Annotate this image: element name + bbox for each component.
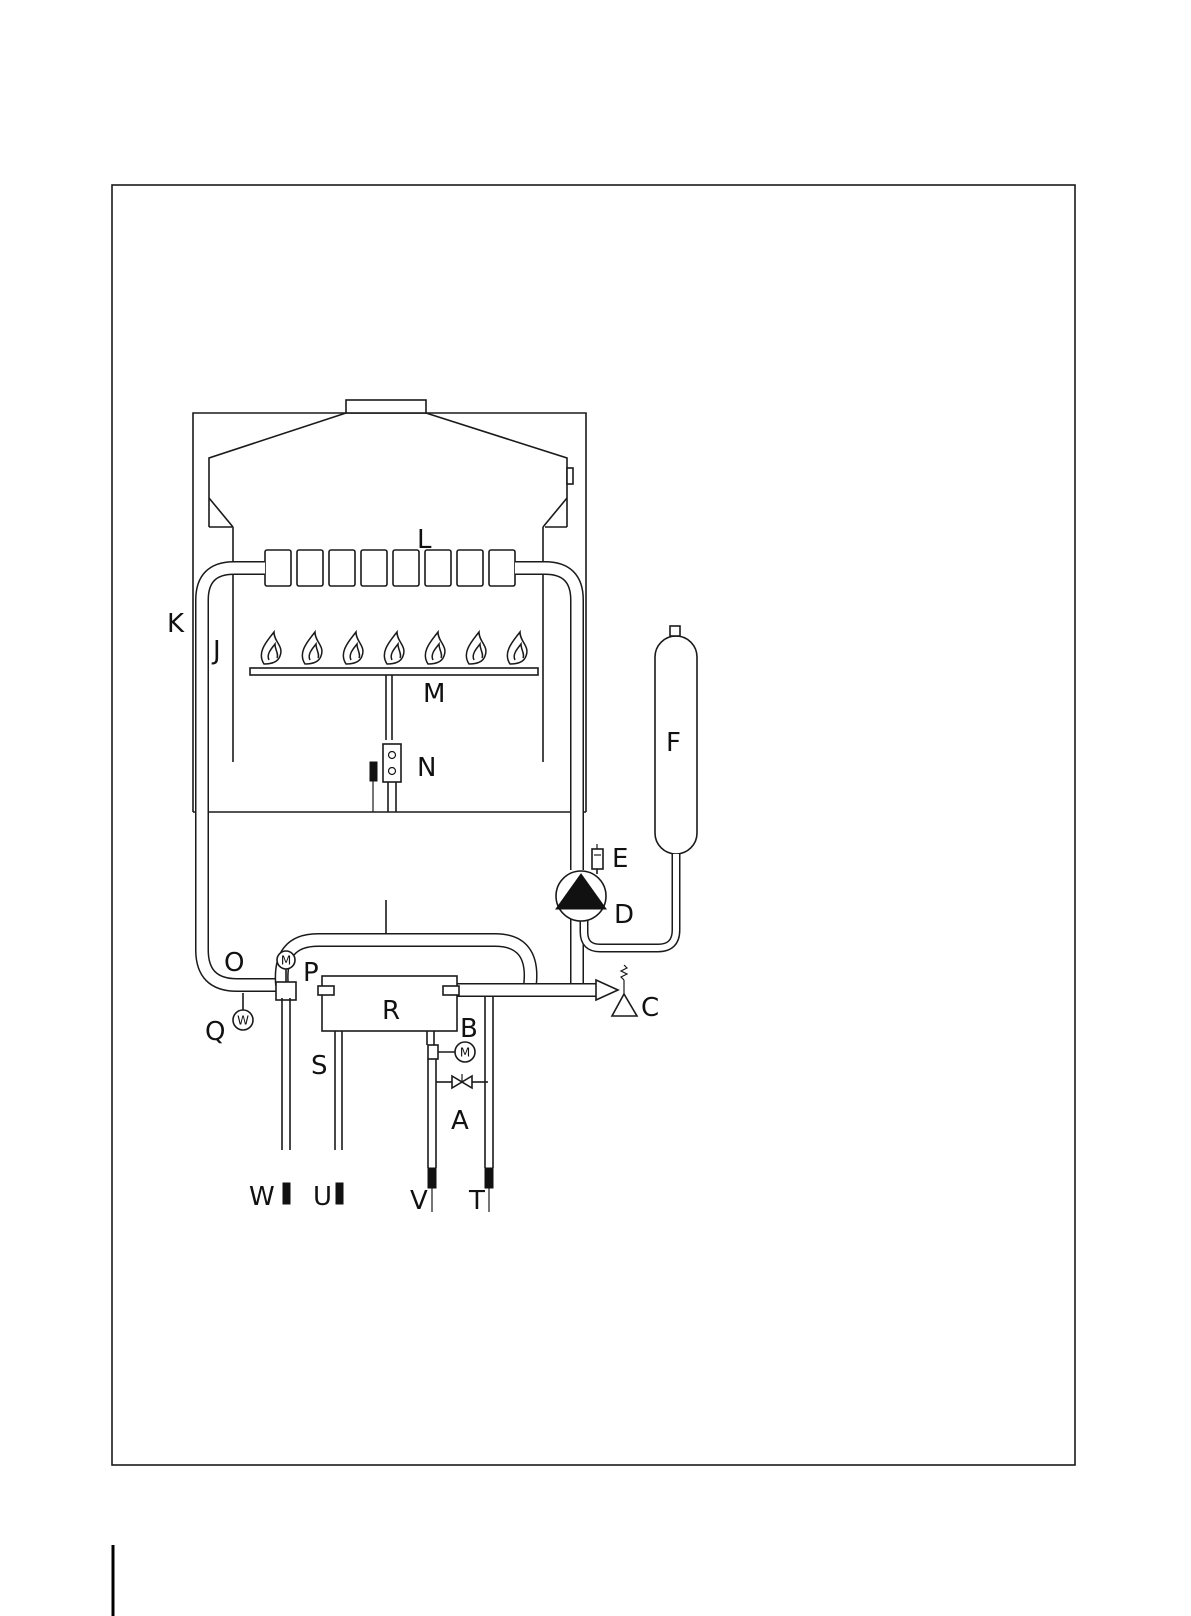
filling-tap [436,1074,488,1088]
label-r: R [382,996,400,1026]
label-o: O [224,948,244,978]
dhw-meter-symbol: M [460,1046,470,1060]
label-q: Q [205,1017,225,1047]
automatic-air-vent [592,844,603,874]
circulation-pump [556,871,606,921]
burner-flames [261,632,527,664]
label-e: E [612,844,628,874]
label-l: L [417,525,432,555]
label-c: C [641,993,659,1023]
label-u: U [313,1182,332,1212]
label-s: S [311,1051,328,1081]
safety-valve [596,965,637,1016]
label-f: F [666,728,681,758]
label-p: P [303,958,319,988]
label-d: D [614,900,634,930]
label-k: K [167,609,185,639]
label-a: A [451,1106,469,1136]
label-t: T [468,1186,485,1216]
flow-sensor-symbol: W [237,1014,249,1028]
gas-valve [370,744,401,812]
label-v: V [410,1186,428,1216]
diverter-motor-symbol: M [281,954,291,968]
label-j: J [211,636,221,666]
burner [250,668,538,740]
label-m: M [423,679,445,709]
label-n: N [417,753,436,783]
label-b: B [460,1014,478,1044]
heat-exchanger [265,550,515,586]
diagram-frame [112,185,1075,1465]
label-w: W [249,1182,275,1212]
